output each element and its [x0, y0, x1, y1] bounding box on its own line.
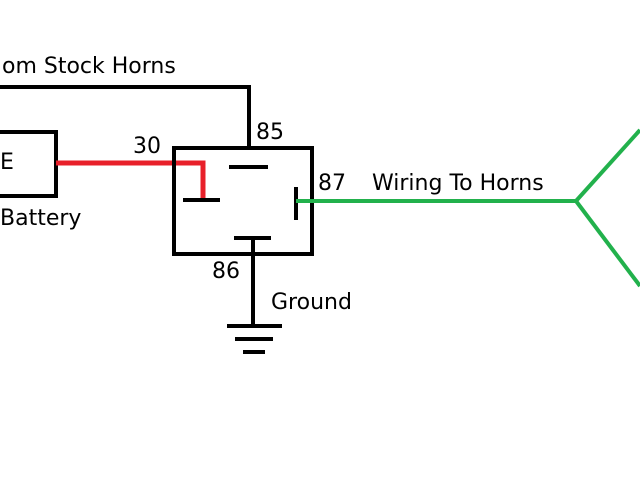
battery-label: Battery — [0, 206, 82, 231]
pin-86-label: 86 — [212, 259, 240, 284]
battery-box-text: E — [0, 150, 14, 175]
pin-87-label: 87 — [318, 171, 346, 196]
pin-85-label: 85 — [256, 120, 284, 145]
horn-wire-branch-lower — [574, 199, 640, 288]
ground-label: Ground — [271, 290, 352, 315]
stock-horns-label: om Stock Horns — [2, 54, 176, 79]
stock-horn-wire — [0, 85, 251, 150]
horn-wire-branch-upper — [574, 128, 640, 203]
ground-symbol-icon — [227, 324, 282, 354]
horn-wiring-label: Wiring To Horns — [372, 171, 544, 196]
battery-wire — [56, 160, 206, 200]
pin-30-label: 30 — [133, 134, 161, 159]
